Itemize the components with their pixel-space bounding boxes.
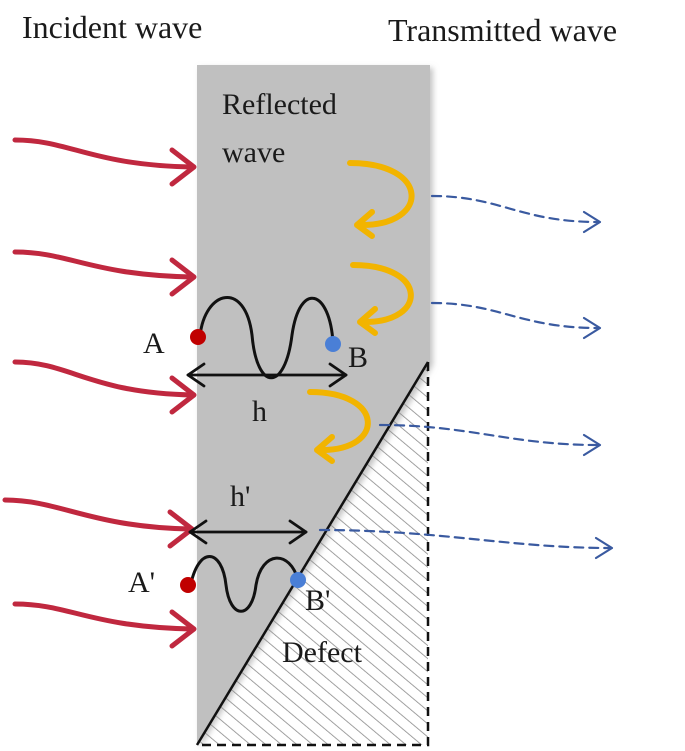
incident-arrow-1 bbox=[12, 137, 197, 187]
point-b-prime-marker bbox=[290, 572, 306, 588]
reflected-wave-label-line1: Reflected bbox=[222, 88, 337, 121]
incident-wave-label: Incident wave bbox=[22, 9, 202, 45]
reflected-arrows bbox=[307, 160, 415, 464]
reflected-arrow-3 bbox=[307, 389, 371, 464]
point-a-label: A bbox=[143, 327, 165, 360]
point-a-prime-marker bbox=[180, 577, 196, 593]
incident-arrow-4 bbox=[2, 497, 195, 549]
reflected-arrow-2 bbox=[350, 262, 414, 336]
point-a-marker bbox=[190, 329, 206, 345]
incident-arrow-3 bbox=[12, 359, 197, 415]
wave-a-b bbox=[198, 296, 335, 380]
thickness-arrow-h-prime bbox=[188, 519, 308, 545]
incident-arrow-2 bbox=[12, 249, 197, 297]
transmitted-arrows bbox=[318, 194, 614, 560]
thickness-label-h: h bbox=[252, 395, 267, 428]
thickness-arrow-h bbox=[186, 362, 348, 388]
defect-outline bbox=[197, 362, 430, 747]
reflected-wave-label-line2: wave bbox=[222, 136, 285, 169]
incident-arrow-5 bbox=[12, 601, 197, 649]
point-b-prime-label: B' bbox=[305, 584, 330, 617]
point-b-label: B bbox=[348, 341, 368, 374]
defect-label: Defect bbox=[282, 636, 363, 669]
reflected-arrow-1 bbox=[347, 160, 415, 239]
transmitted-arrow-4 bbox=[318, 528, 614, 560]
transmitted-arrow-3 bbox=[378, 423, 602, 457]
transmitted-wave-label: Transmitted wave bbox=[388, 12, 617, 48]
thickness-label-h-prime: h' bbox=[230, 480, 250, 513]
transmitted-arrow-2 bbox=[430, 301, 602, 340]
transmitted-arrow-1 bbox=[430, 194, 602, 234]
point-a-prime-label: A' bbox=[128, 566, 155, 599]
point-b-marker bbox=[325, 336, 341, 352]
wave-a-prime-b-prime bbox=[188, 555, 300, 613]
incident-arrows bbox=[2, 137, 197, 649]
